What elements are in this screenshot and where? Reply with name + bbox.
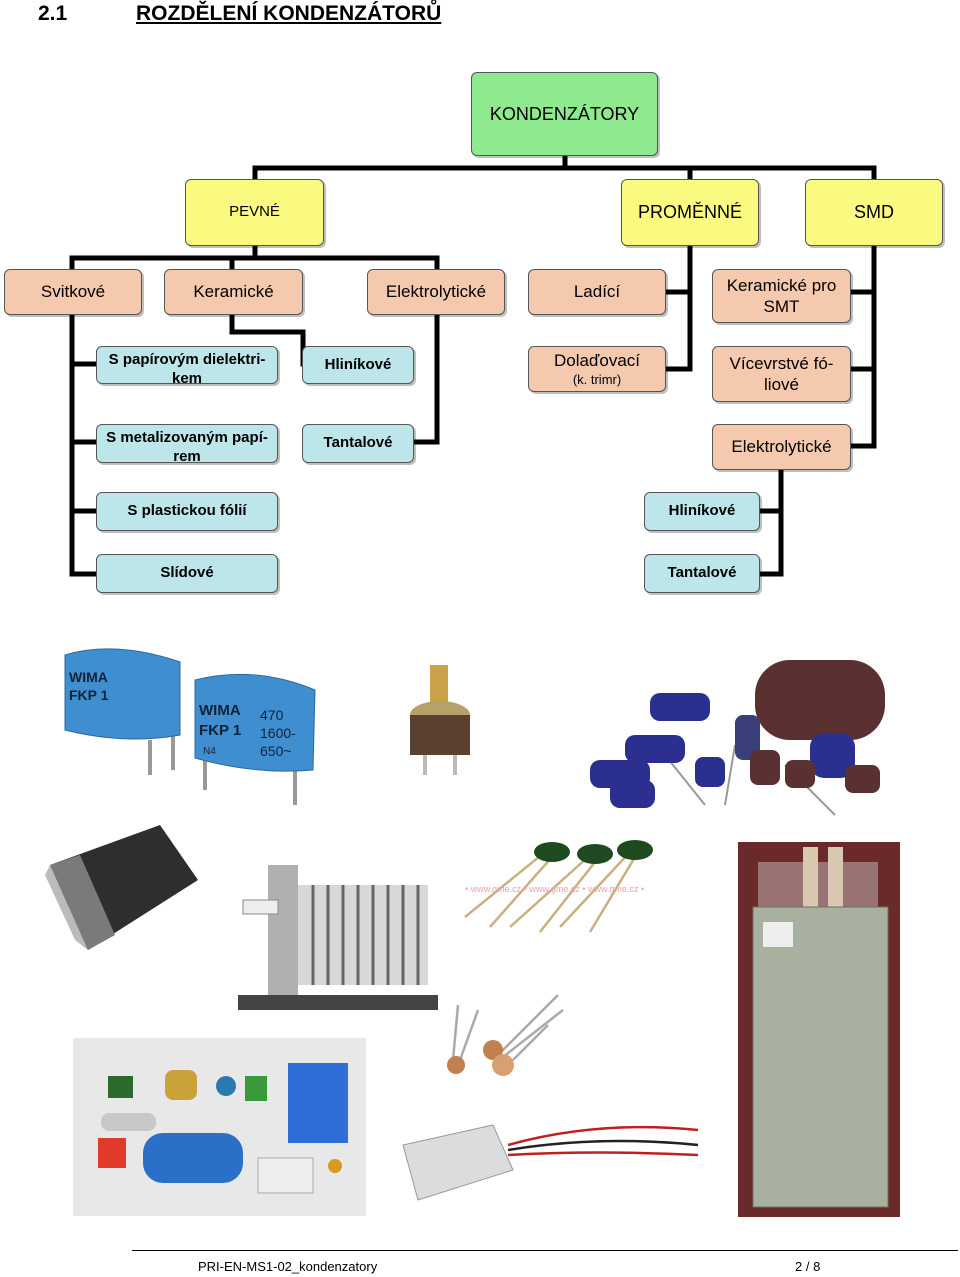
wima-value: 470 — [260, 707, 284, 723]
node-pevne: PEVNÉ — [185, 179, 324, 246]
wima-type-2: FKP 1 — [199, 722, 241, 739]
photo-ceramic-disc — [447, 994, 564, 1076]
node-tantalove-smd: Tantalové — [644, 554, 760, 593]
wima-ac: 650~ — [260, 743, 292, 759]
node-ladici: Ladící — [528, 269, 666, 315]
photo-electrolytic-capacitors — [590, 660, 885, 816]
node-vicevrstve: Vícevrstvé fó-liové — [712, 346, 851, 402]
node-s-papirovym: S papírovým dielektri-kem — [96, 346, 278, 384]
node-kondenzatory: KONDENZÁTORY — [471, 72, 658, 156]
node-keramicke-smt: Keramické pro SMT — [712, 269, 851, 323]
footer-divider — [132, 1250, 958, 1251]
photo-high-voltage-capacitor — [738, 842, 900, 1217]
node-keramicke: Keramické — [164, 269, 303, 315]
node-slidove: Slídové — [96, 554, 278, 593]
node-hlinikove-keramicke: Hliníkové — [302, 346, 414, 384]
node-dolazovaci-sub: (k. trimr) — [572, 371, 622, 387]
wima-label-1: WIMA — [69, 669, 108, 685]
node-elektrolyticke-smd: Elektrolytické — [712, 424, 851, 470]
photo-silver-mica: • www.gme.cz • www.gme.cz • www.gme.cz • — [464, 840, 653, 933]
node-hlinikove-smd: Hliníkové — [644, 492, 760, 531]
photo-smd-tantalum — [45, 825, 198, 950]
photo-variable-capacitor — [238, 865, 438, 1010]
node-elektrolyticke: Elektrolytické — [367, 269, 505, 315]
node-smd: SMD — [805, 179, 943, 246]
node-s-plastickou: S plastickou fólií — [96, 492, 278, 531]
wima-type-1: FKP 1 — [69, 687, 109, 703]
photo-interference-filter — [402, 1124, 699, 1201]
node-s-metalizovanym: S metalizovaným papí-rem — [96, 424, 278, 463]
section-number: 2.1 — [38, 2, 68, 25]
footer-document-name: PRI-EN-MS1-02_kondenzatory — [198, 1259, 378, 1274]
node-tantalove: Tantalové — [302, 424, 414, 463]
photo-trimmer — [410, 665, 470, 775]
node-promenne: PROMĚNNÉ — [621, 179, 759, 246]
wima-voltage: 1600- — [260, 725, 296, 741]
wima-code: N4 — [203, 746, 216, 757]
gme-watermark: • www.gme.cz • www.gme.cz • www.gme.cz • — [465, 884, 644, 894]
tree-connectors — [69, 154, 877, 577]
node-dolazovaci: Dolaďovací (k. trimr) — [528, 346, 666, 392]
wima-label-2: WIMA — [199, 702, 241, 719]
node-svitkove: Svitkové — [4, 269, 142, 315]
section-title: ROZDĚLENÍ KONDENZÁTORŮ — [136, 2, 442, 25]
footer-page-number: 2 / 8 — [795, 1259, 821, 1274]
node-dolazovaci-label: Dolaďovací — [553, 351, 641, 371]
photo-assorted-capacitors — [73, 1038, 366, 1216]
photo-wima-capacitors: WIMA FKP 1 WIMA FKP 1 470 1600- 650~ N4 — [64, 648, 316, 805]
